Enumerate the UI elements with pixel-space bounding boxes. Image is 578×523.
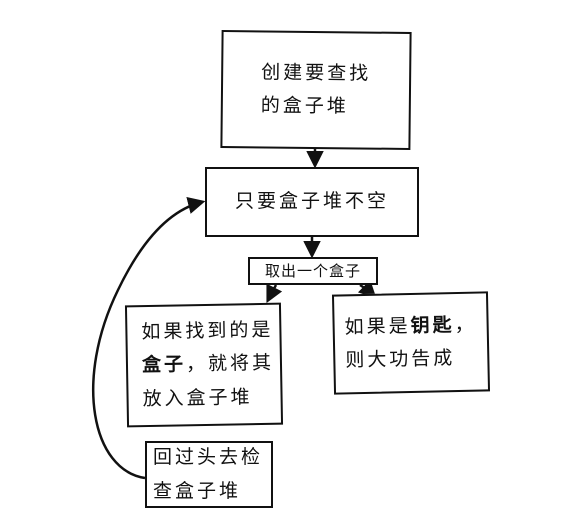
node-if-key-label-emph: 钥匙 (410, 313, 455, 337)
node-create-heap-label: 创建要查找 的盒子堆 (260, 61, 372, 118)
edge-back-to-while (91, 196, 206, 480)
node-if-key-label-prefix: 如果是 (344, 314, 411, 339)
node-while-not-empty: 只要盒子堆不空 (205, 167, 419, 237)
node-if-key: 如果是钥匙， 则大功告成 (331, 291, 491, 395)
node-if-box: 如果找到的是 盒子，就将其 放入盒子堆 (124, 302, 284, 428)
node-create-heap: 创建要查找 的盒子堆 (220, 30, 412, 150)
node-take-box: 取出一个盒子 (248, 257, 378, 285)
node-go-back: 回过头去检 查盒子堆 (145, 441, 273, 508)
node-take-box-label: 取出一个盒子 (264, 261, 361, 280)
node-go-back-label: 回过头去检 查盒子堆 (153, 446, 264, 502)
node-if-key-label: 如果是钥匙， 则大功告成 (344, 308, 477, 377)
edge-take-to-if-box (266, 283, 283, 304)
node-if-box-label: 如果找到的是 盒子，就将其 放入盒子堆 (141, 314, 275, 416)
node-if-box-label-prefix: 如果找到的是 (141, 318, 274, 344)
node-if-box-label-emph: 盒子 (141, 353, 187, 377)
node-while-not-empty-label: 只要盒子堆不空 (234, 190, 389, 213)
